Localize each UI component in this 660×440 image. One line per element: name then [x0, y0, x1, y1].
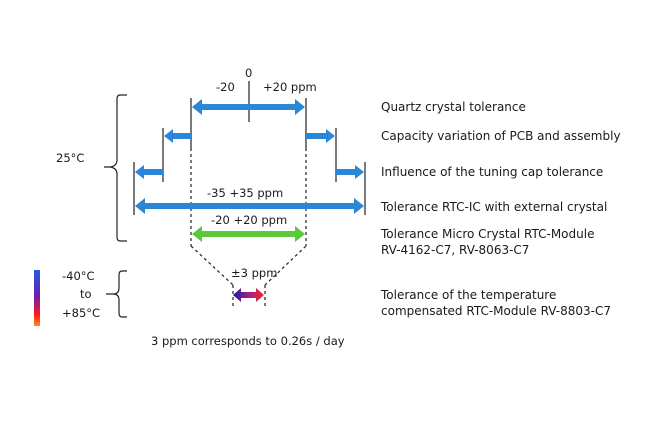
desc-tuning-cap: Influence of the tuning cap tolerance: [381, 165, 604, 179]
desc-rtc-ic: Tolerance RTC-IC with external crystal: [381, 200, 608, 214]
funnel-left: [190, 245, 234, 286]
footnote: 3 ppm corresponds to 0.26s / day: [151, 334, 345, 348]
module-tolerance-arrow: [192, 226, 305, 242]
tuning-cap-arrow-left: [135, 165, 163, 179]
desc-module-models: RV-4162-C7, RV-8063-C7: [381, 243, 530, 257]
module-range-label: -20 +20 ppm: [211, 213, 288, 227]
tcxo-range-label: ±3 ppm: [231, 266, 278, 280]
desc-module: Tolerance Micro Crystal RTC-Module: [381, 227, 595, 241]
temp-to-label: to: [80, 287, 92, 301]
scale-plus-label: +20 ppm: [263, 80, 317, 94]
brace-25c: [104, 94, 127, 242]
temp-25c-label: 25°C: [56, 151, 85, 165]
rtc-ic-tolerance-arrow: [135, 198, 364, 214]
pcb-capacity-arrow-left: [164, 129, 191, 143]
pcb-capacity-arrow-right: [306, 129, 335, 143]
temp-high-label: +85°C: [62, 306, 101, 320]
desc-tcxo-model: compensated RTC-Module RV-8803-C7: [381, 304, 612, 318]
brace-temp-range: [106, 270, 127, 318]
tuning-cap-arrow-right: [336, 165, 364, 179]
tcxo-tolerance-arrow: [233, 288, 264, 302]
quartz-tolerance-arrow: [192, 99, 305, 115]
temperature-gradient-bar: [34, 270, 40, 326]
scale-zero-label: 0: [245, 66, 253, 80]
scale-minus-label: -20: [216, 80, 235, 94]
desc-quartz: Quartz crystal tolerance: [381, 100, 526, 114]
temp-low-label: -40°C: [62, 269, 95, 283]
desc-tcxo: Tolerance of the temperature: [381, 288, 557, 302]
rtc-ic-range-label: -35 +35 ppm: [207, 186, 284, 200]
desc-pcb: Capacity variation of PCB and assembly: [381, 129, 621, 143]
